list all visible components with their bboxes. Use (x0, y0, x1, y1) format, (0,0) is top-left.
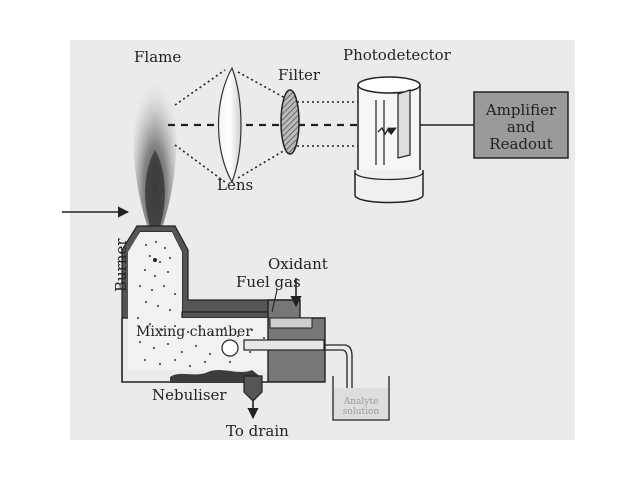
label-analyte-line1: Analyte (343, 397, 379, 407)
condensate (170, 370, 262, 383)
lens (217, 66, 242, 184)
filter (280, 89, 300, 155)
drain-outlet (243, 375, 263, 401)
optical-beam (168, 69, 365, 183)
analyte-beaker (332, 376, 390, 421)
label-photodetector: Photodetector (343, 46, 452, 64)
label-burner: Burner (112, 238, 130, 292)
label-lens: Lens (217, 176, 253, 194)
flame (133, 68, 177, 228)
capillary-tube (243, 339, 325, 351)
impact-bead (221, 339, 239, 357)
sample-tube (324, 344, 353, 398)
label-oxidant: Oxidant (268, 255, 328, 273)
label-amplifier-line1: Amplifier (485, 101, 557, 119)
label-to-drain: To drain (226, 422, 289, 440)
label-mixing-chamber: Mixing chamber (136, 324, 252, 340)
amplifier-box (473, 91, 569, 159)
label-filter: Filter (278, 66, 321, 84)
fuel-gas-pointer (271, 289, 278, 313)
label-flame: Flame (134, 48, 181, 66)
label-nebuliser: Nebuliser (152, 386, 227, 404)
label-analyte-line2: solution (343, 407, 380, 417)
label-amplifier-line2: and (507, 118, 536, 136)
label-fuel-gas: Fuel gas (236, 273, 301, 291)
label-amplifier-line3: Readout (489, 135, 552, 153)
photodetector (354, 76, 424, 204)
